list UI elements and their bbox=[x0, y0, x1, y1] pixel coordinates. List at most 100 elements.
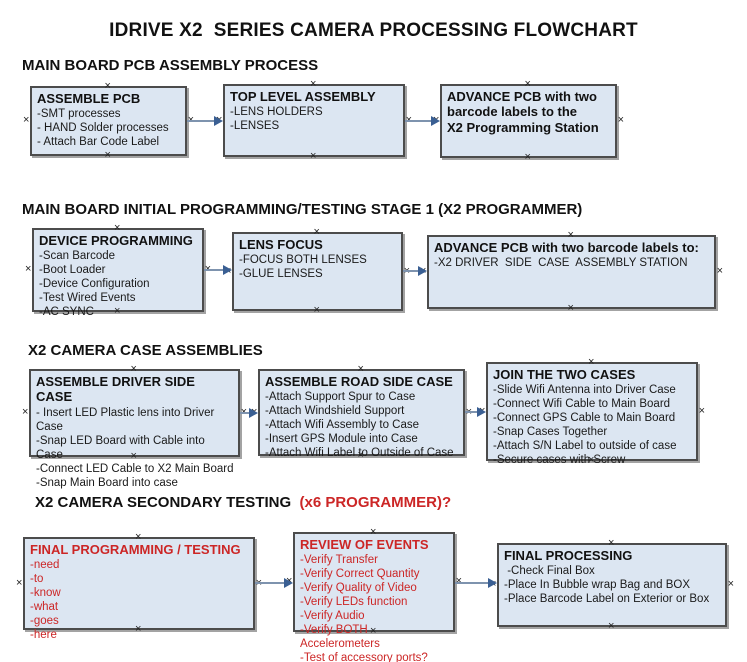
box-item: -GLUE LENSES bbox=[239, 268, 323, 281]
arrow-head-icon bbox=[477, 407, 486, 417]
anchor-x-icon: × bbox=[357, 363, 364, 375]
anchor-x-icon: × bbox=[716, 265, 723, 277]
box-item: -Connect Wifi Cable to Main Board bbox=[493, 398, 671, 411]
anchor-x-icon: × bbox=[25, 263, 32, 275]
anchor-x-icon: × bbox=[313, 226, 320, 238]
box-item: -Attach Windshield Support bbox=[265, 405, 405, 418]
box-item: -SMT processes bbox=[37, 108, 121, 121]
box-item: -LENSES bbox=[230, 120, 280, 133]
box-item: -Test Wired Events bbox=[39, 292, 136, 305]
box-item: -Device Configuration bbox=[39, 278, 150, 291]
anchor-x-icon: × bbox=[114, 222, 121, 234]
arrow-head-icon bbox=[249, 408, 258, 418]
arrow-connector bbox=[204, 264, 232, 276]
box-item: -Verify BOTH Accelerometers bbox=[300, 624, 380, 651]
box-item: -Verify LEDs function bbox=[300, 596, 408, 609]
arrow-line bbox=[187, 120, 215, 122]
box-item: -Scan Barcode bbox=[39, 250, 116, 263]
box-item: -Insert GPS Module into Case bbox=[265, 433, 418, 446]
anchor-x-icon: × bbox=[370, 625, 377, 637]
box-item: -Check Final Box bbox=[504, 565, 595, 578]
box-item: -Attach S/N Label to outside of case bbox=[493, 440, 677, 453]
box-item: -AC SYNC bbox=[39, 306, 94, 319]
box-item: -Verify Transfer bbox=[300, 554, 378, 567]
anchor-x-icon: × bbox=[104, 149, 111, 161]
box-item: -what bbox=[30, 601, 59, 614]
page-title: IDRIVE X2 SERIES CAMERA PROCESSING FLOWC… bbox=[109, 20, 638, 41]
anchor-x-icon: × bbox=[406, 114, 412, 126]
anchor-x-icon: × bbox=[524, 151, 531, 163]
arrow-connector bbox=[465, 406, 486, 418]
box-title: FINAL PROCESSING bbox=[504, 548, 633, 563]
anchor-x-icon: × bbox=[357, 449, 364, 461]
anchor-x-icon: × bbox=[567, 229, 574, 241]
anchor-x-icon: × bbox=[524, 78, 531, 90]
box-item: -to bbox=[30, 573, 44, 586]
section-heading: X2 CAMERA CASE ASSEMBLIES bbox=[28, 342, 263, 359]
anchor-x-icon: × bbox=[104, 80, 111, 92]
box-title: FINAL PROGRAMMING / TESTING bbox=[30, 542, 241, 557]
section-heading-text: MAIN BOARD PCB ASSEMBLY PROCESS bbox=[22, 57, 319, 74]
box-item: -FOCUS BOTH LENSES bbox=[239, 254, 367, 267]
box-title: LENS FOCUS bbox=[239, 237, 323, 252]
box-title: REVIEW OF EVENTS bbox=[300, 537, 429, 552]
anchor-x-icon: × bbox=[135, 623, 142, 635]
arrow-head-icon bbox=[284, 578, 293, 588]
box-item: - Attach Bar Code Label bbox=[37, 136, 160, 149]
arrow-connector bbox=[403, 265, 427, 277]
box-item: -Connect GPS Cable to Main Board bbox=[493, 412, 676, 425]
box-item: -Snap LED Board with Cable into Case bbox=[36, 434, 208, 461]
arrow-head-icon bbox=[223, 265, 232, 275]
box-title: ASSEMBLE PCB bbox=[37, 91, 141, 106]
box-item: -Test of accessory ports? bbox=[300, 652, 428, 662]
anchor-x-icon: × bbox=[588, 454, 595, 466]
section-heading: MAIN BOARD INITIAL PROGRAMMING/TESTING S… bbox=[22, 201, 582, 218]
section-heading-text: X2 CAMERA CASE ASSEMBLIES bbox=[28, 342, 263, 359]
box-item: -Snap Main Board into case bbox=[36, 476, 178, 489]
section-heading-text: X2 CAMERA SECONDARY TESTING bbox=[35, 494, 300, 511]
arrow-line bbox=[405, 120, 432, 122]
anchor-x-icon: × bbox=[313, 304, 320, 316]
box-item: -need bbox=[30, 559, 60, 572]
flow-box: ××××JOIN THE TWO CASES-Slide Wifi Antenn… bbox=[479, 357, 705, 467]
anchor-x-icon: × bbox=[588, 356, 595, 368]
anchor-x-icon: × bbox=[608, 620, 615, 632]
flow-box: ××××ASSEMBLE PCB-SMT processes- HAND Sol… bbox=[23, 81, 194, 161]
arrow-connector bbox=[455, 577, 497, 589]
box-item: -Place In Bubble wrap Bag and BOX bbox=[504, 579, 691, 592]
flow-box: ××××FINAL PROGRAMMING / TESTING-need-to-… bbox=[16, 532, 262, 642]
section-heading: X2 CAMERA SECONDARY TESTING (x6 PROGRAMM… bbox=[35, 494, 451, 511]
arrow-connector bbox=[240, 407, 258, 419]
box-item: -know bbox=[30, 587, 61, 600]
box-item: -goes bbox=[30, 615, 59, 628]
arrow-line bbox=[204, 269, 224, 271]
anchor-x-icon: × bbox=[22, 406, 29, 418]
arrow-line bbox=[465, 411, 478, 413]
flow-box: ××××TOP LEVEL ASSEMBLY-LENS HOLDERS-LENS… bbox=[216, 79, 412, 162]
anchor-x-icon: × bbox=[23, 114, 30, 126]
anchor-x-icon: × bbox=[130, 363, 137, 375]
box-title: ASSEMBLE ROAD SIDE CASE bbox=[265, 374, 453, 389]
flow-box: ××××FINAL PROCESSING -Check Final Box-Pl… bbox=[490, 538, 734, 632]
flow-box: ××××LENS FOCUS-FOCUS BOTH LENSES-GLUE LE… bbox=[225, 227, 410, 316]
box-item: -Attach Wifi Assembly to Case bbox=[265, 419, 420, 432]
section-heading-red-suffix: (x6 PROGRAMMER)? bbox=[299, 494, 452, 511]
arrow-head-icon bbox=[418, 266, 427, 276]
flow-box: ××××ASSEMBLE ROAD SIDE CASE-Attach Suppo… bbox=[251, 364, 472, 461]
box-item: -Verify Correct Quantity bbox=[300, 568, 420, 581]
arrow-line bbox=[240, 412, 250, 414]
box-item: -Verify Audio bbox=[300, 610, 365, 623]
box-item: -LENS HOLDERS bbox=[230, 106, 323, 119]
arrow-connector bbox=[405, 115, 440, 127]
anchor-x-icon: × bbox=[135, 531, 142, 543]
box-item: - HAND Solder processes bbox=[37, 122, 169, 135]
anchor-x-icon: × bbox=[310, 150, 317, 162]
box-title: ADVANCE PCB with two barcode labels to t… bbox=[447, 89, 599, 135]
arrow-head-icon bbox=[431, 116, 440, 126]
box-item: -Attach Support Spur to Case bbox=[265, 391, 416, 404]
box-item: -Connect LED Cable to X2 Main Board bbox=[36, 462, 234, 475]
arrow-connector bbox=[255, 577, 293, 589]
box-item: -Snap Cases Together bbox=[493, 426, 608, 439]
section-heading-text: MAIN BOARD INITIAL PROGRAMMING/TESTING S… bbox=[22, 201, 583, 218]
